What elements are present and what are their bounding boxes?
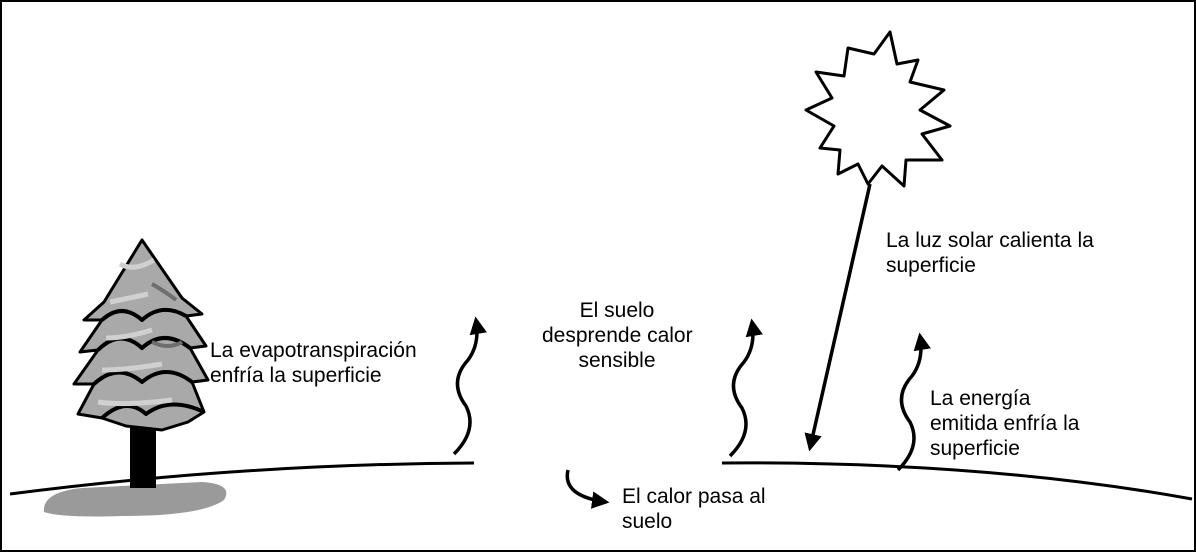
label-line: La evapotranspiración (210, 339, 417, 362)
label-line: La energía (930, 387, 1031, 410)
sunlight-arrow (804, 183, 872, 452)
label-line: superficie (886, 254, 976, 277)
label-line: La luz solar calienta la (886, 229, 1094, 252)
label-line: El suelo (579, 299, 655, 322)
label-line: superficie (930, 437, 1020, 460)
ground-right (721, 461, 1193, 501)
label-sunlight: La luz solar calienta la superficie (886, 228, 1094, 278)
label-line: suelo (622, 510, 673, 533)
ground-heat-arrow (565, 469, 610, 509)
tree-shadow (43, 482, 227, 517)
tree-crown (72, 238, 210, 432)
sensible-heat-arrow (728, 318, 763, 458)
label-line: sensible (578, 349, 656, 372)
emitted-energy-arrow (896, 332, 931, 472)
label-line: El calor pasa al (622, 485, 766, 508)
label-line: desprende calor (542, 324, 693, 347)
label-ground-heat: El calor pasa al suelo (622, 484, 766, 534)
label-sensible-heat: El suelo desprende calor sensible (542, 298, 693, 373)
ground-left (9, 461, 475, 496)
label-line: enfría la superficie (210, 364, 382, 387)
label-line: emitida enfría la (930, 412, 1080, 435)
label-evapotranspiration: La evapotranspiración enfría la superfic… (210, 338, 417, 388)
evapotranspiration-arrow (452, 316, 487, 456)
sun (804, 30, 952, 188)
label-emitted-energy: La energía emitida enfría la superficie (930, 386, 1079, 461)
